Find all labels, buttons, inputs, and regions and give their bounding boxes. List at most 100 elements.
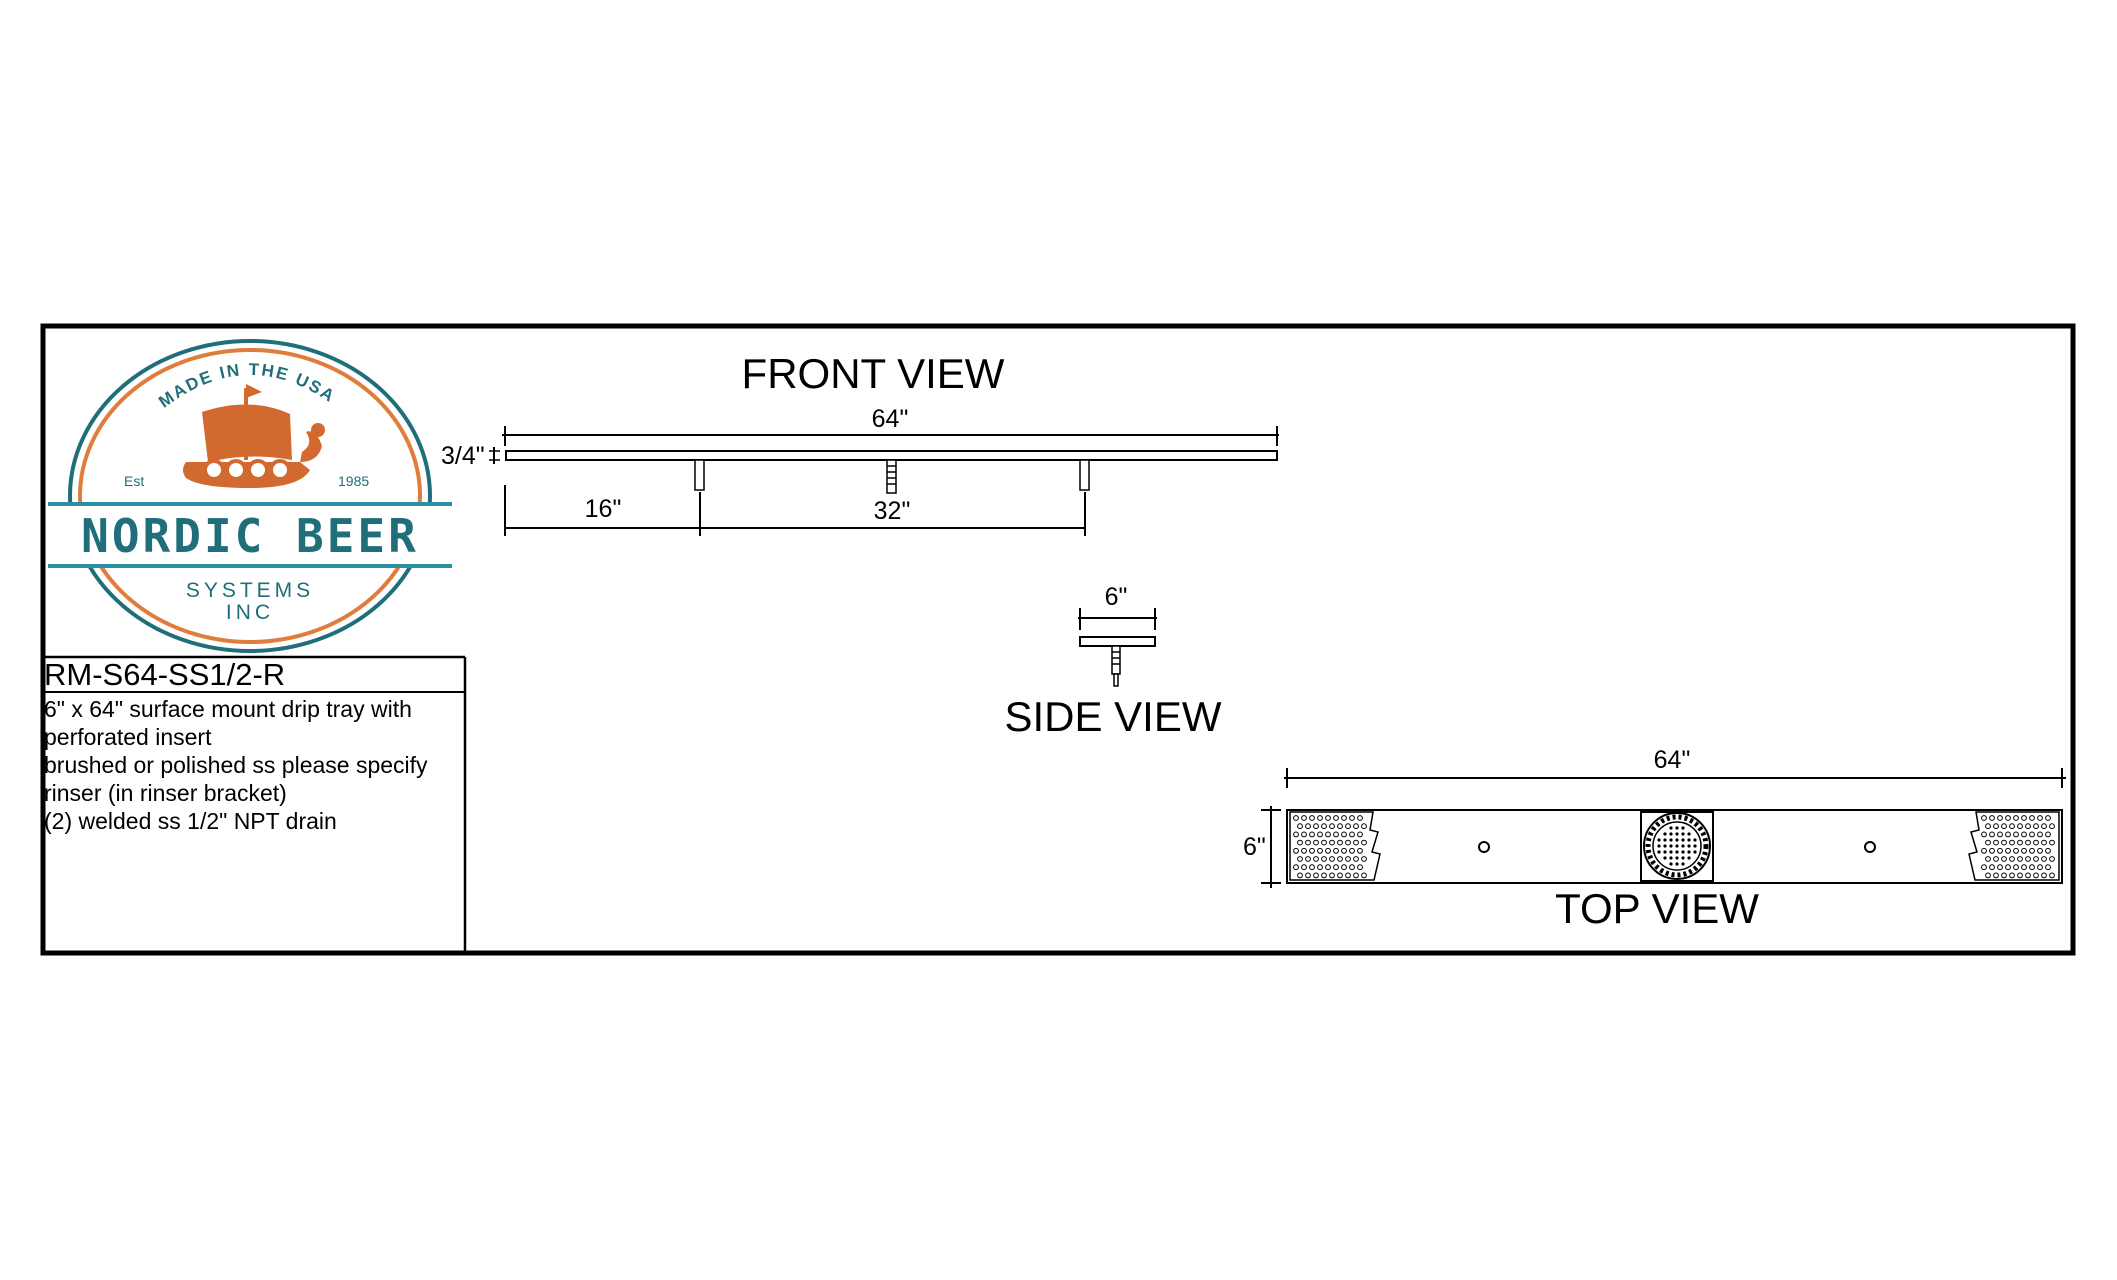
logo-sub2: INC [226,601,274,624]
perforation-hole [1345,839,1351,846]
perforation-hole [1353,823,1359,830]
perforation-hole [2021,831,2027,838]
perforation-hole [2049,823,2055,830]
perforation-hole [2045,815,2051,821]
front-length-label: 64" [872,405,909,433]
perforation-hole [1337,823,1343,830]
rinser-hole [1675,856,1679,860]
perforation-hole [2009,872,2015,879]
perforation-hole [1317,815,1323,821]
top-width-label: 6" [1243,833,1266,861]
perforation-hole [2009,839,2015,846]
perforation-hole [1317,831,1323,838]
logo-sub1: SYSTEMS [186,579,314,602]
perforation-hole [1997,864,2003,871]
perforation-hole [1301,831,1307,838]
sheet-border [40,323,2076,956]
perforation-hole [1321,856,1327,862]
perforation-hole [2013,815,2019,821]
perforation-hole [1341,847,1347,854]
perforation-hole [2033,872,2039,879]
perforation-hole [1309,864,1315,871]
rinser-hole [1693,844,1697,848]
side-width-label: 6" [1105,583,1128,611]
perforation-hole [1333,864,1339,871]
perforation-hole [1325,864,1331,871]
perforation-hole [1329,856,1335,862]
perforation-hole [2033,839,2039,846]
perforation-hole [1305,823,1311,830]
perforation-hole [1305,856,1311,862]
perforation-hole [1997,831,2003,838]
rinser-hole [1675,826,1679,830]
spec-line: rinser (in rinser bracket) [44,780,287,806]
rinser-hole [1681,838,1685,842]
perforation-hole [2041,839,2047,846]
perforation-hole [1293,864,1299,871]
perforation-hole [2005,831,2011,838]
rinser-hole [1687,856,1691,860]
perforation-hole [2029,815,2035,821]
side-tray-body [1079,636,1156,647]
perforation-hole [1305,872,1311,879]
perforation-hole [1997,815,2003,821]
perforation-hole [1321,839,1327,846]
perforation-hole [2013,864,2019,871]
perforation-hole [1349,864,1355,871]
viking-ship-icon [183,384,325,488]
rinser-hole [1687,844,1691,848]
perforation-hole [1333,847,1339,854]
perforation-hole [2013,847,2019,854]
perforation-hole [1989,864,1995,871]
rinser-hole [1687,850,1691,854]
perforation-hole [1337,839,1343,846]
perforation-hole [1333,831,1339,838]
perforation-hole [1989,815,1995,821]
perforation-hole [1985,856,1991,862]
perforation-hole [1357,815,1363,821]
rinser-hole [1675,832,1679,836]
perforation-hole [2009,823,2015,830]
perforation-hole [1341,864,1347,871]
perforation-hole [1349,847,1355,854]
side-rinser [1111,645,1121,675]
perforation-hole [2021,847,2027,854]
perforation-hole [1301,864,1307,871]
perforation-hole [1325,815,1331,821]
perforation-hole [1297,856,1303,862]
perforation-hole [2041,856,2047,862]
spec-notes: 6" x 64" surface mount drip tray with pe… [44,695,464,835]
rinser-hole [1687,838,1691,842]
perforation-hole [1293,815,1299,821]
perforation-hole [1981,847,1987,854]
rinser-hole [1675,862,1679,866]
perforation-hole [2017,823,2023,830]
perforation-hole [1345,856,1351,862]
perforation-hole [1321,823,1327,830]
rinser-hole [1669,838,1673,842]
perforation-hole [1989,847,1995,854]
rinser-hole [1675,844,1679,848]
perforation-hole [1349,831,1355,838]
front-view-title: FRONT VIEW [742,350,1005,397]
perforation-hole [1345,823,1351,830]
perforation-hole [1313,823,1319,830]
perforation-hole [1993,839,1999,846]
rinser-hole [1669,856,1673,860]
perforation-hole [2033,823,2039,830]
perforation-hole [1993,872,1999,879]
top-length-label: 64" [1654,746,1691,774]
perforation-hole [2033,856,2039,862]
top-view: 64" 6" TOP VIEW [1243,746,2066,932]
perforation-hole [1325,847,1331,854]
side-view: 6" SIDE VIEW [1004,583,1221,740]
perforation-hole [2037,831,2043,838]
perforation-hole [2025,856,2031,862]
perforation-hole [1301,815,1307,821]
perforation-hole [1361,839,1367,846]
perforation-hole [2045,831,2051,838]
perforation-hole [2049,839,2055,846]
perforation-hole [1357,847,1363,854]
perforation-hole [1985,839,1991,846]
top-rinser [1640,811,1714,882]
